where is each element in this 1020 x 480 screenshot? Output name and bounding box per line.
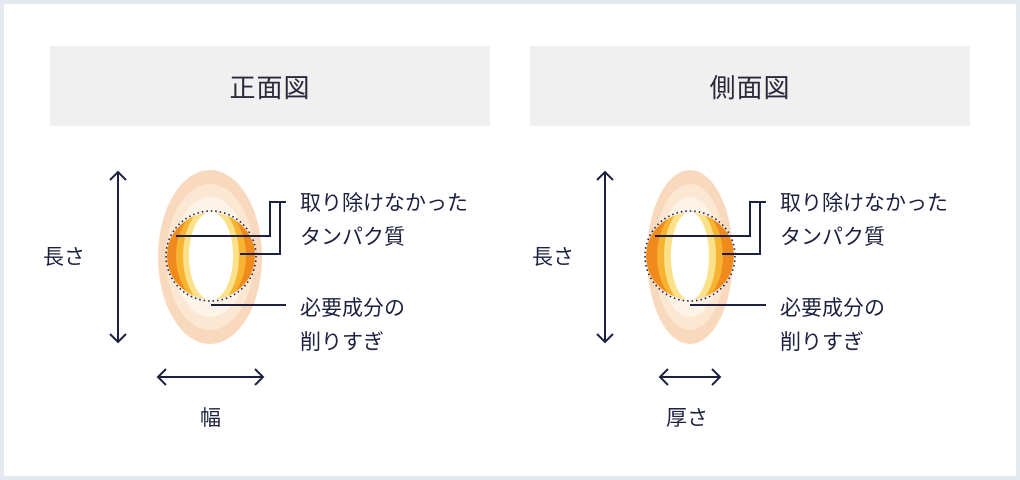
side-view-title: 側面図: [530, 46, 970, 126]
length-arrow-side: [596, 170, 614, 344]
core-side: [671, 212, 709, 300]
width-label: 幅: [200, 406, 221, 430]
length-label: 長さ: [43, 245, 85, 269]
leader-removed-protein: [176, 201, 286, 255]
front-view-title: 正面図: [50, 46, 490, 126]
callout-overcut-side-line2: 削りすぎ: [780, 330, 864, 354]
callout-overcut-line2: 削りすぎ: [300, 330, 384, 354]
thickness-label: 厚さ: [666, 406, 708, 430]
callout-overcut-line1: 必要成分の: [300, 296, 405, 320]
length-label-side: 長さ: [532, 245, 574, 269]
callout-removed-side-line1: 取り除けなかった: [780, 191, 948, 215]
thickness-arrow: [658, 368, 722, 386]
callout-removed-line2: タンパク質: [300, 225, 405, 249]
callout-removed-line1: 取り除けなかった: [300, 191, 468, 215]
target-boundary: [165, 210, 257, 302]
length-arrow: [109, 170, 127, 344]
leader-removed-protein-side: [655, 201, 766, 255]
width-arrow: [156, 368, 265, 386]
core: [189, 212, 233, 300]
target-boundary-side: [644, 210, 736, 302]
callout-removed-side-line2: タンパク質: [780, 225, 885, 249]
callout-overcut-side-line1: 必要成分の: [780, 296, 885, 320]
